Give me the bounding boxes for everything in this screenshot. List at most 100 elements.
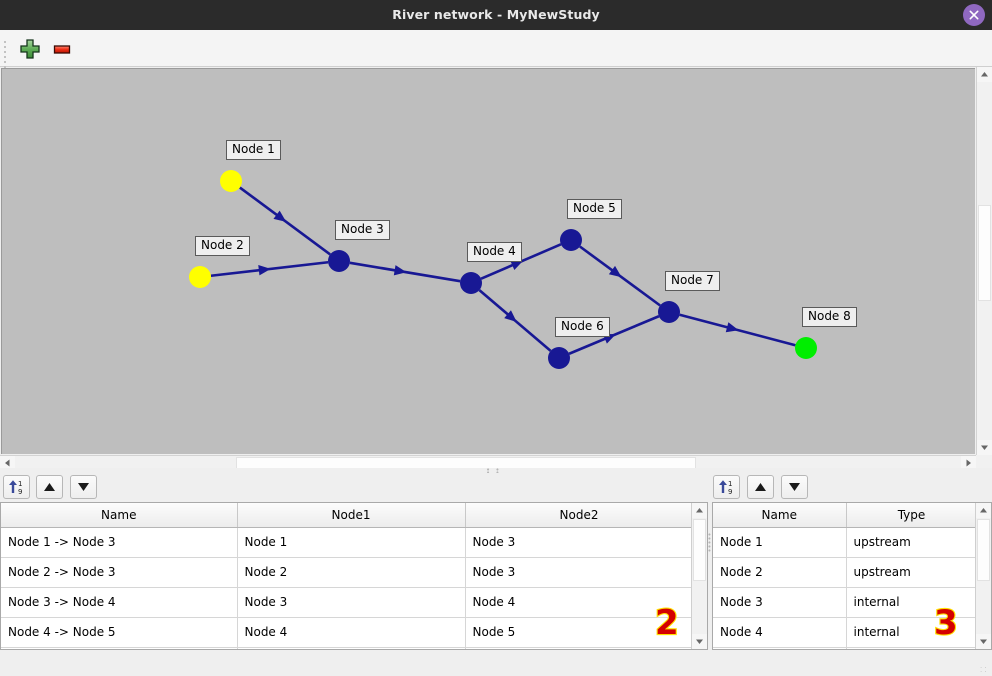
- graph-vscroll-thumb[interactable]: [978, 205, 991, 301]
- move-down-button[interactable]: [781, 475, 808, 499]
- graph-node[interactable]: [795, 337, 817, 359]
- column-header-name[interactable]: Name: [713, 503, 847, 528]
- table-cell[interactable]: Node 3: [465, 527, 694, 558]
- toolbar-grip[interactable]: [3, 38, 8, 68]
- table-cell[interactable]: Node 1: [237, 527, 466, 558]
- graph-panel: Node 1 Node 2 Node 3 Node 4 Node 5 Node 6 Node…: [0, 67, 992, 508]
- column-header-node2[interactable]: Node2: [465, 503, 694, 528]
- svg-text:9: 9: [728, 488, 732, 496]
- graph-node[interactable]: [328, 250, 350, 272]
- table-cell[interactable]: [465, 647, 694, 649]
- edges-scroll-thumb[interactable]: [693, 519, 706, 581]
- graph-node-label[interactable]: Node 7: [665, 271, 720, 291]
- table-cell[interactable]: Node 3: [713, 587, 847, 618]
- graph-node[interactable]: [220, 170, 242, 192]
- nodes-scroll-thumb[interactable]: [977, 519, 990, 581]
- vertical-splitter[interactable]: •••••: [707, 531, 712, 555]
- graph-node[interactable]: [560, 229, 582, 251]
- table-cell[interactable]: internal: [846, 617, 978, 648]
- graph-edge-arrowhead: [510, 260, 524, 271]
- nodes-table-toolbar: 1 9: [712, 473, 992, 502]
- table-cell[interactable]: Node 3 -> Node 4: [1, 587, 238, 618]
- graph-node[interactable]: [548, 347, 570, 369]
- scroll-down-arrow-icon[interactable]: [692, 634, 707, 649]
- scroll-up-arrow-icon[interactable]: [976, 503, 991, 518]
- graph-node[interactable]: [460, 272, 482, 294]
- resize-grip[interactable]: . .. .: [980, 662, 987, 674]
- tables-area: 1 9 1 9: [0, 473, 992, 676]
- graph-edge-arrowhead: [608, 265, 622, 278]
- table-cell[interactable]: Node 5: [465, 617, 694, 648]
- sort-ascending-icon[interactable]: 1 9: [3, 475, 30, 499]
- move-down-button[interactable]: [70, 475, 97, 499]
- table-cell[interactable]: Node 3: [465, 557, 694, 588]
- move-up-button[interactable]: [36, 475, 63, 499]
- scroll-left-arrow-icon[interactable]: [0, 456, 15, 470]
- move-up-button[interactable]: [747, 475, 774, 499]
- scroll-down-arrow-icon[interactable]: [977, 440, 992, 455]
- scroll-up-arrow-icon[interactable]: [977, 67, 992, 82]
- scroll-up-arrow-icon[interactable]: [692, 503, 707, 518]
- column-header-type[interactable]: Type: [846, 503, 978, 528]
- graph-node-label[interactable]: Node 4: [467, 242, 522, 262]
- graph-node[interactable]: [658, 301, 680, 323]
- scroll-down-arrow-icon[interactable]: [976, 634, 991, 649]
- green-plus-icon[interactable]: [18, 37, 42, 61]
- table-cell[interactable]: Node 4: [713, 617, 847, 648]
- close-icon[interactable]: [963, 4, 985, 26]
- graph-vertical-scrollbar[interactable]: [976, 67, 992, 455]
- table-row-empty[interactable]: [1, 647, 694, 649]
- table-cell[interactable]: upstream: [846, 557, 978, 588]
- graph-node[interactable]: [189, 266, 211, 288]
- graph-horizontal-scrollbar[interactable]: [0, 455, 976, 470]
- graph-node-label[interactable]: Node 6: [555, 317, 610, 337]
- edges-table-toolbar: 1 9: [0, 473, 706, 502]
- graph-canvas[interactable]: Node 1 Node 2 Node 3 Node 4 Node 5 Node 6 Node…: [1, 68, 975, 454]
- svg-text:9: 9: [18, 488, 22, 496]
- table-cell[interactable]: Node 2 -> Node 3: [1, 557, 238, 588]
- table-cell[interactable]: Node 3: [237, 587, 466, 618]
- scrollbar-corner: [976, 455, 992, 470]
- graph-edge-arrowhead: [725, 322, 739, 333]
- column-header-node1[interactable]: Node1: [237, 503, 466, 528]
- window-title: River network - MyNewStudy: [392, 7, 600, 22]
- main-toolbar: [0, 30, 992, 68]
- graph-node-label[interactable]: Node 3: [335, 220, 390, 240]
- graph-node-label[interactable]: Node 2: [195, 236, 250, 256]
- table-cell[interactable]: Node 1: [713, 527, 847, 558]
- table-cell[interactable]: [237, 647, 466, 649]
- sort-ascending-icon[interactable]: 1 9: [713, 475, 740, 499]
- graph-node-label[interactable]: Node 1: [226, 140, 281, 160]
- edges-table-scrollbar[interactable]: [691, 503, 707, 649]
- table-cell[interactable]: upstream: [846, 527, 978, 558]
- table-cell[interactable]: Node 4: [237, 617, 466, 648]
- table-cell[interactable]: [713, 647, 847, 649]
- red-rectangle-icon[interactable]: [50, 37, 74, 61]
- table-cell[interactable]: Node 4: [465, 587, 694, 618]
- scroll-right-arrow-icon[interactable]: [961, 456, 976, 470]
- graph-edge-arrowhead: [273, 210, 287, 222]
- graph-node-label[interactable]: Node 5: [567, 199, 622, 219]
- table-cell[interactable]: [1, 647, 238, 649]
- table-row-empty[interactable]: [713, 647, 978, 649]
- table-cell[interactable]: Node 2: [237, 557, 466, 588]
- nodes-table-scrollbar[interactable]: [975, 503, 991, 649]
- column-header-name[interactable]: Name: [1, 503, 238, 528]
- window-titlebar: River network - MyNewStudy: [0, 0, 992, 30]
- graph-node-label[interactable]: Node 8: [802, 307, 857, 327]
- table-cell[interactable]: [846, 647, 978, 649]
- table-cell[interactable]: internal: [846, 587, 978, 618]
- table-cell[interactable]: Node 1 -> Node 3: [1, 527, 238, 558]
- table-cell[interactable]: Node 4 -> Node 5: [1, 617, 238, 648]
- table-cell[interactable]: Node 2: [713, 557, 847, 588]
